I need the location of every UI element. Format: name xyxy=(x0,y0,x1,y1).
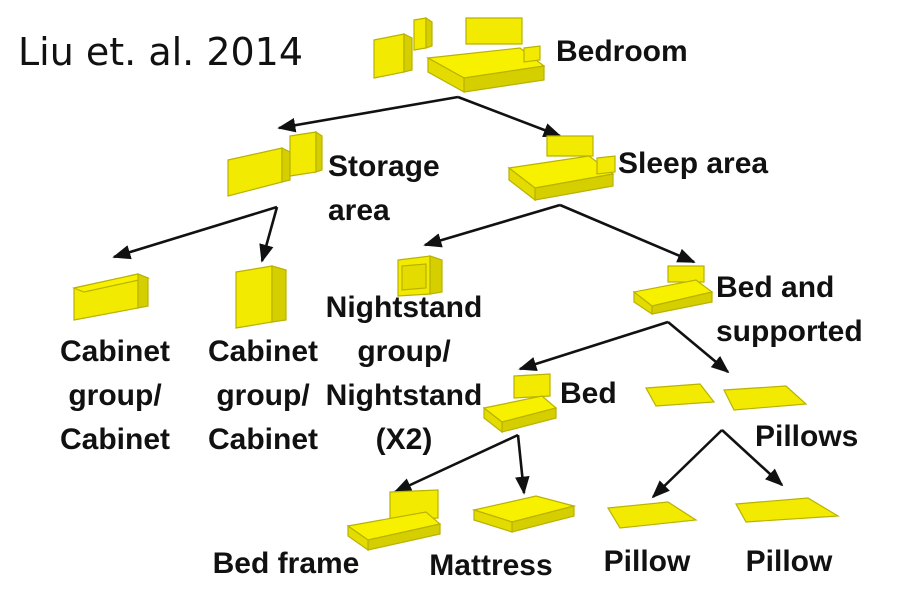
node-pillow-2: Pillow xyxy=(745,545,833,578)
citation-text: Liu et. al. 2014 xyxy=(18,30,304,74)
edge-bedroom-storage xyxy=(277,95,459,133)
pillows-illustration xyxy=(645,383,808,411)
bedroom-illustration xyxy=(373,16,546,94)
node-pillow-1: Pillow xyxy=(603,545,691,578)
edge-storage-cabinet1 xyxy=(112,205,278,260)
node-cabinet-group-2: Cabinet group/ Cabinet xyxy=(207,335,318,456)
edge-sleep-nightstand xyxy=(423,203,561,248)
bed-frame-illustration xyxy=(346,489,442,552)
sleep-area-illustration xyxy=(507,135,616,202)
pillow-illustration-1 xyxy=(606,501,698,529)
edge-pillows-pillow2 xyxy=(721,429,784,487)
node-bed-and-supported: Bed and supported xyxy=(716,271,863,348)
node-storage-area: Storage area xyxy=(328,150,440,227)
edge-pillows-pillow1 xyxy=(651,429,723,499)
node-sleep-area: Sleep area xyxy=(618,147,769,180)
edge-bedroom-sleep xyxy=(457,95,562,138)
node-bedroom: Bedroom xyxy=(556,35,688,68)
bed-and-supported-illustration xyxy=(632,265,714,316)
storage-area-illustration xyxy=(227,130,323,197)
node-bed: Bed xyxy=(560,377,617,410)
node-bed-frame: Bed frame xyxy=(212,547,360,580)
edge-bedsupported-bed xyxy=(518,320,669,371)
mattress-illustration xyxy=(471,495,577,533)
pillow-illustration-2 xyxy=(735,497,840,523)
cabinet-illustration-1 xyxy=(71,273,150,321)
node-pillows: Pillows xyxy=(755,420,859,453)
node-nightstand: Nightstand group/ Nightstand (X2) xyxy=(325,291,483,456)
nightstand-illustration xyxy=(397,255,443,297)
edge-sleep-bedsupported xyxy=(559,203,696,264)
bed-illustration xyxy=(482,373,558,434)
edge-bed-bedframe xyxy=(393,433,519,494)
node-mattress: Mattress xyxy=(429,549,553,582)
cabinet-illustration-2 xyxy=(235,265,287,329)
node-cabinet-group-1: Cabinet group/ Cabinet xyxy=(59,335,170,456)
edge-storage-cabinet2 xyxy=(259,206,279,263)
edge-bed-mattress xyxy=(515,434,530,495)
edge-bedsupported-pillows xyxy=(667,321,730,374)
